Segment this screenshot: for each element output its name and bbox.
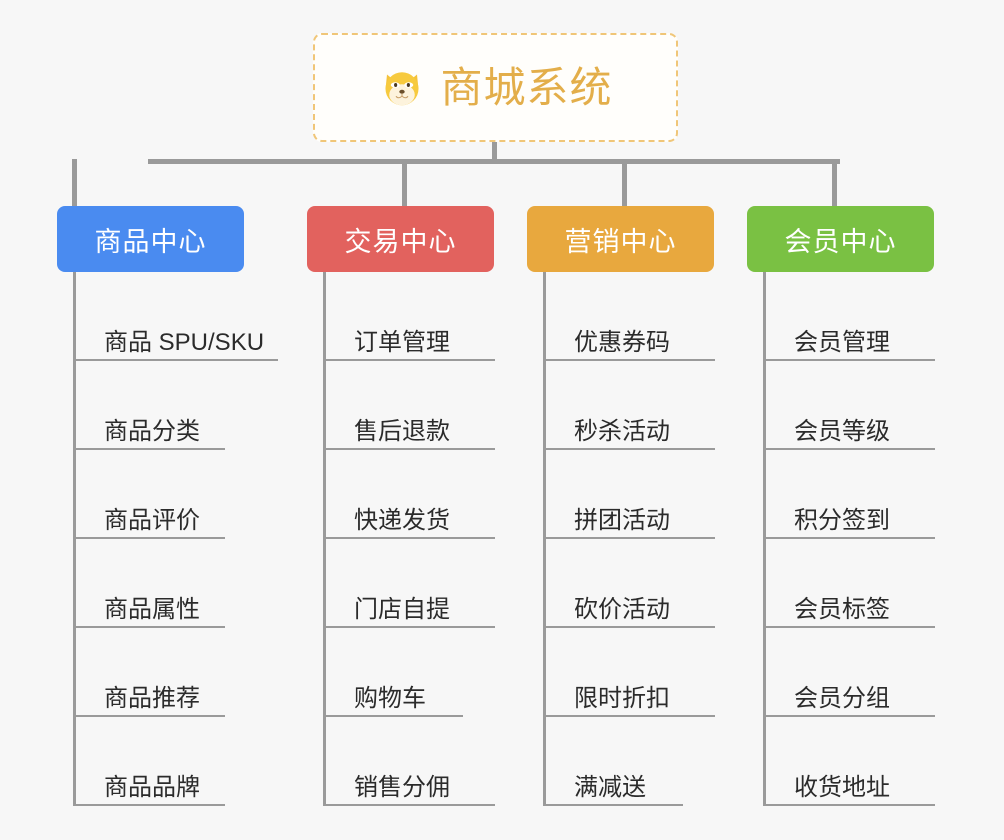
connector-drop-4 — [832, 159, 837, 207]
leaf-item-label: 限时折扣 — [574, 684, 670, 712]
connector-drop-1 — [72, 159, 77, 207]
leaf-item-label: 购物车 — [354, 684, 426, 712]
leaf-item[interactable]: 拼团活动 — [543, 450, 715, 539]
leaf-item[interactable]: 满减送 — [543, 717, 683, 806]
dog-face-icon — [378, 64, 426, 112]
leaf-item-label: 商品评价 — [104, 506, 200, 534]
leaf-item-label: 收货地址 — [794, 773, 890, 801]
category-header-1[interactable]: 商品中心 — [57, 206, 244, 272]
leaf-spine — [543, 272, 546, 806]
leaf-item-label: 门店自提 — [354, 595, 450, 623]
leaf-item-label: 积分签到 — [794, 506, 890, 534]
category-header-label: 会员中心 — [784, 226, 897, 257]
leaf-item[interactable]: 会员分组 — [763, 628, 935, 717]
connector-horizontal-bar — [148, 159, 840, 164]
leaf-spine — [73, 272, 76, 806]
leaf-column-1: 商品 SPU/SKU 商品分类商品评价商品属性商品推荐商品品牌 — [73, 272, 303, 806]
leaf-item[interactable]: 销售分佣 — [323, 717, 495, 806]
connector-drop-3 — [622, 159, 627, 207]
leaf-item-label: 砍价活动 — [574, 595, 670, 623]
leaf-item-label: 售后退款 — [354, 417, 450, 445]
leaf-item[interactable]: 售后退款 — [323, 361, 495, 450]
leaf-column-2: 订单管理售后退款快递发货门店自提购物车销售分佣 — [323, 272, 553, 806]
leaf-item[interactable]: 购物车 — [323, 628, 463, 717]
leaf-item[interactable]: 会员管理 — [763, 272, 935, 361]
root-node[interactable]: 商城系统 — [313, 33, 678, 142]
leaf-item[interactable]: 会员等级 — [763, 361, 935, 450]
leaf-item[interactable]: 积分签到 — [763, 450, 935, 539]
leaf-column-4: 会员管理会员等级积分签到会员标签会员分组收货地址 — [763, 272, 993, 806]
leaf-item-label: 会员管理 — [794, 328, 890, 356]
leaf-item-label: 销售分佣 — [354, 773, 450, 801]
connector-root-stem — [492, 142, 497, 164]
leaf-item-label: 商品分类 — [104, 417, 200, 445]
leaf-spine — [323, 272, 326, 806]
leaf-item-label: 商品品牌 — [104, 773, 200, 801]
leaf-item[interactable]: 商品推荐 — [73, 628, 225, 717]
category-header-3[interactable]: 营销中心 — [527, 206, 714, 272]
leaf-item[interactable]: 门店自提 — [323, 539, 495, 628]
leaf-item-label: 商品推荐 — [104, 684, 200, 712]
leaf-item[interactable]: 订单管理 — [323, 272, 495, 361]
category-header-4[interactable]: 会员中心 — [747, 206, 934, 272]
root-title: 商城系统 — [440, 63, 613, 111]
leaf-item-label: 会员分组 — [794, 684, 890, 712]
leaf-item[interactable]: 商品评价 — [73, 450, 225, 539]
leaf-item[interactable]: 砍价活动 — [543, 539, 715, 628]
leaf-item[interactable]: 秒杀活动 — [543, 361, 715, 450]
leaf-item-label: 拼团活动 — [574, 506, 670, 534]
category-header-label: 营销中心 — [564, 226, 677, 257]
leaf-item-label: 快递发货 — [354, 506, 450, 534]
connector-drop-2 — [402, 159, 407, 207]
leaf-item[interactable]: 优惠券码 — [543, 272, 715, 361]
leaf-item-label: 满减送 — [574, 773, 646, 801]
leaf-item-label: 商品 SPU/SKU — [104, 328, 265, 356]
category-header-label: 商品中心 — [94, 226, 207, 257]
leaf-spine — [763, 272, 766, 806]
leaf-item-label: 订单管理 — [354, 328, 450, 356]
leaf-item[interactable]: 快递发货 — [323, 450, 495, 539]
leaf-item-label: 商品属性 — [104, 595, 200, 623]
leaf-item[interactable]: 限时折扣 — [543, 628, 715, 717]
leaf-column-3: 优惠券码秒杀活动拼团活动砍价活动限时折扣满减送 — [543, 272, 773, 806]
category-header-2[interactable]: 交易中心 — [307, 206, 494, 272]
leaf-item[interactable]: 商品分类 — [73, 361, 225, 450]
leaf-item[interactable]: 商品属性 — [73, 539, 225, 628]
leaf-item[interactable]: 会员标签 — [763, 539, 935, 628]
leaf-item[interactable]: 收货地址 — [763, 717, 935, 806]
category-header-label: 交易中心 — [344, 226, 457, 257]
leaf-item[interactable]: 商品品牌 — [73, 717, 225, 806]
leaf-item-label: 会员等级 — [794, 417, 890, 445]
leaf-item-label: 会员标签 — [794, 595, 890, 623]
leaf-item-label: 优惠券码 — [574, 328, 670, 356]
leaf-item-label: 秒杀活动 — [574, 417, 670, 445]
leaf-item[interactable]: 商品 SPU/SKU — [73, 272, 278, 361]
